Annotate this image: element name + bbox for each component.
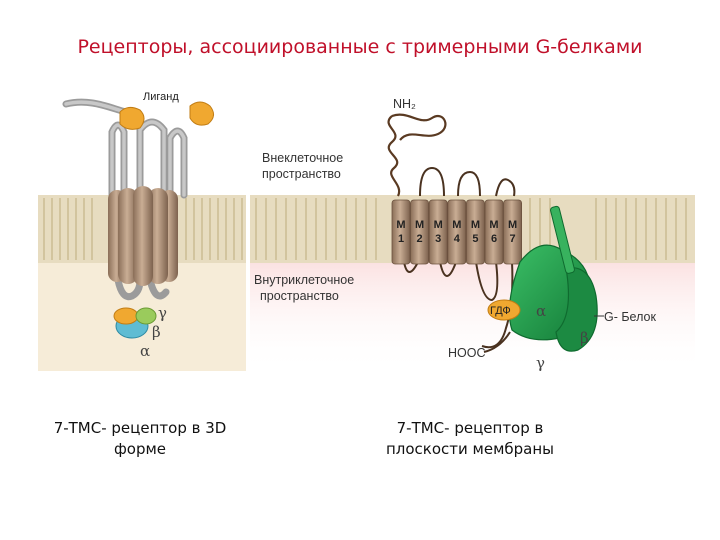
gamma-subunit-3d: [135, 307, 157, 325]
helix-7: М7: [503, 199, 523, 265]
gdp-label: ГДФ: [490, 305, 511, 317]
n-terminal-chain: [387, 113, 447, 197]
helix-letter: М: [471, 219, 480, 231]
beta-label: β: [580, 329, 589, 347]
helix-letter: М: [452, 219, 461, 231]
helix-5: М5: [465, 199, 485, 265]
gamma-anchor: [550, 205, 575, 274]
helix-number: 6: [491, 233, 497, 245]
gamma-label: γ: [536, 354, 545, 372]
cooh-label: HOOC: [448, 346, 486, 360]
right-caption-line1: 7-ТМС- рецептор в: [396, 419, 544, 437]
right-caption: 7-ТМС- рецептор в плоскости мембраны: [355, 418, 585, 460]
greek-alpha-left: α: [140, 342, 150, 360]
g-protein: ГДФ α β γ G- Белок: [487, 205, 656, 372]
intracellular-loops: [403, 261, 514, 349]
left-caption-line1: 7-ТМС- рецептор в 3D: [53, 419, 227, 437]
helix-3: М3: [428, 199, 448, 265]
beta-subunit: [555, 266, 598, 352]
helix-letter: М: [434, 219, 443, 231]
ligand-label: Лиганд: [143, 91, 179, 103]
helix-letter: М: [508, 219, 517, 231]
left-caption-line2: форме: [113, 440, 167, 458]
alpha-label: α: [536, 302, 546, 320]
left-membrane-lipids: [43, 198, 243, 260]
left-panel: Лиганд γ β α: [38, 91, 246, 371]
helix-4: М4: [447, 199, 467, 265]
helix-1: М1: [391, 199, 411, 265]
helix-letter: М: [489, 219, 498, 231]
intracellular-label-1: Внутриклеточное: [254, 273, 354, 287]
helix-number: 2: [417, 233, 423, 245]
helix-letter: М: [415, 219, 424, 231]
extracellular-label-2: пространство: [262, 167, 341, 181]
ligand-free: [189, 101, 214, 126]
right-cytoplasm: [250, 263, 695, 373]
helix-2: М2: [410, 199, 430, 265]
right-membrane-lipids: [255, 198, 687, 260]
helix-number: 3: [435, 233, 441, 245]
right-caption-line2: плоскости мембраны: [385, 440, 555, 458]
greek-beta-left: β: [152, 323, 161, 341]
greek-gamma-left: γ: [158, 304, 167, 322]
helix-number: 5: [472, 233, 478, 245]
left-caption: 7-ТМС- рецептор в 3D форме: [20, 418, 260, 460]
gdp-subunit-3d: [113, 307, 139, 325]
helix-bundle-3d: [108, 186, 178, 286]
helix-number: 1: [398, 233, 404, 245]
helix-letter: М: [396, 219, 405, 231]
page-title: Рецепторы, ассоциированные с тримерными …: [77, 36, 643, 58]
helix-6: М6: [484, 199, 504, 265]
gdp-molecule: [487, 299, 521, 321]
nh2-label: NH₂: [393, 97, 416, 111]
ligand-bound: [119, 106, 145, 130]
gprotein-label: G- Белок: [604, 310, 656, 324]
extracellular-label-1: Внеклеточное: [262, 151, 343, 165]
helix-number: 7: [510, 233, 516, 245]
helix-number: 4: [454, 233, 461, 245]
extracellular-loops: [419, 166, 516, 197]
intracellular-label-2: пространство: [260, 289, 339, 303]
